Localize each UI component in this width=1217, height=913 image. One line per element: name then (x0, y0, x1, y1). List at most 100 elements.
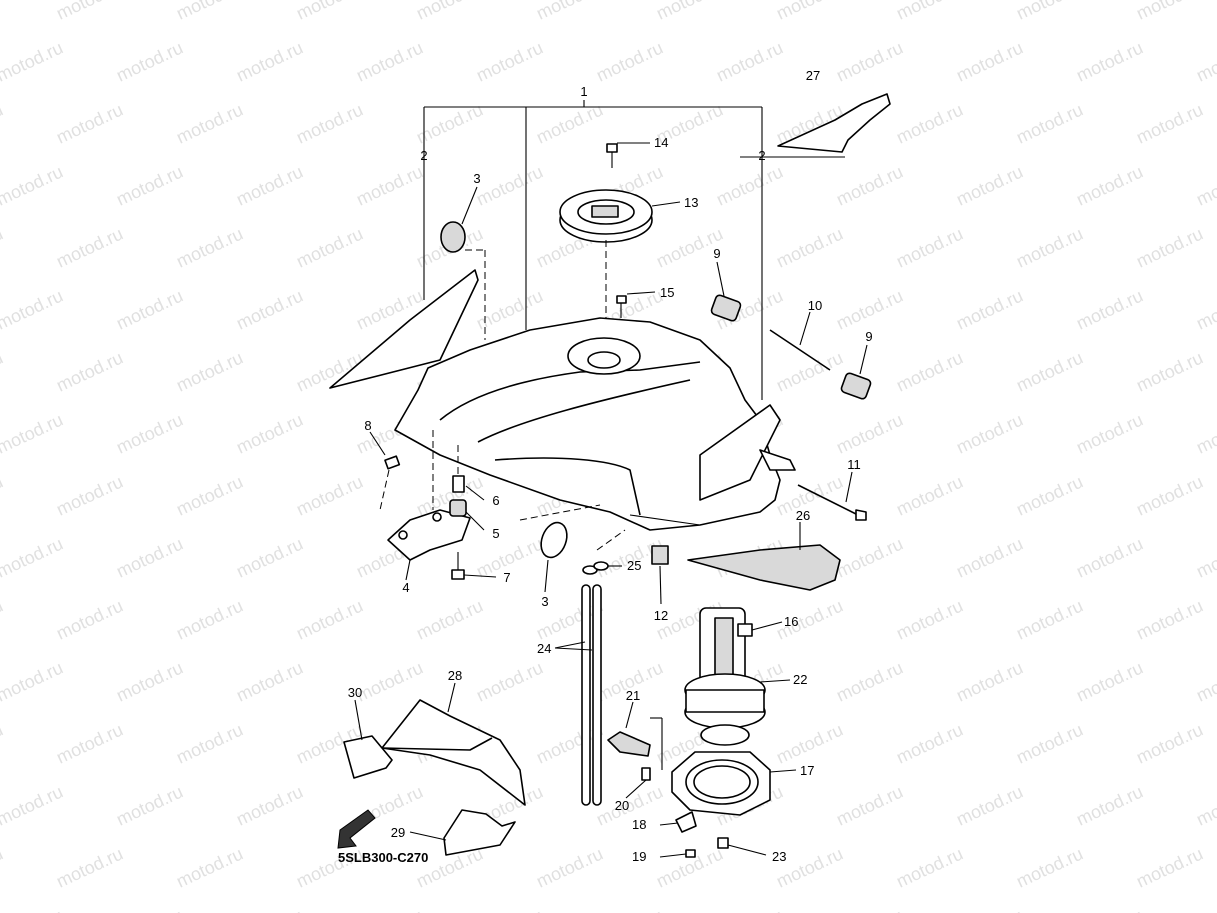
watermark-text: motod.ru (953, 409, 1026, 457)
watermark-text: motod.ru (653, 0, 726, 24)
callout-11: 11 (847, 457, 861, 472)
callout-9-b: 9 (865, 329, 872, 344)
callout-3-top: 3 (473, 171, 480, 186)
watermark-text: motod.ru (1133, 471, 1206, 519)
watermark-text: motod.ru (1193, 285, 1217, 333)
callout-29: 29 (391, 825, 405, 840)
watermark-text: motod.ru (1133, 595, 1206, 643)
watermark-text: motod.ru (1013, 719, 1086, 767)
callout-15: 15 (660, 285, 674, 300)
bolt-15 (616, 291, 656, 318)
callout-19: 19 (632, 849, 646, 864)
watermark-text: motod.ru (1133, 0, 1206, 24)
watermark-text: motod.ru (893, 223, 966, 271)
grommet-9-b (840, 344, 872, 400)
watermark-text: motod.ru (1193, 657, 1217, 705)
watermark-text: motod.ru (113, 37, 186, 85)
plate-17 (671, 751, 797, 816)
watermark-text: motod.ru (1073, 905, 1146, 913)
watermark-text: motod.ru (473, 37, 546, 85)
clamp-21 (607, 701, 663, 770)
fuel-cap-ring-13 (559, 189, 681, 330)
watermark-text: motod.ru (0, 719, 6, 767)
callout-25: 25 (627, 558, 641, 573)
watermark-text: motod.ru (833, 657, 906, 705)
watermark-text: motod.ru (0, 99, 6, 147)
watermark-text: motod.ru (1193, 781, 1217, 829)
watermark-text: motod.ru (1013, 223, 1086, 271)
watermark-text: motod.ru (953, 285, 1026, 333)
watermark-text: motod.ru (233, 781, 306, 829)
watermark-text: motod.ru (53, 843, 126, 891)
bolt-7 (451, 552, 497, 580)
callout-17: 17 (800, 763, 814, 778)
callout-22: 22 (793, 672, 807, 687)
watermark-text: motod.ru (473, 161, 546, 209)
watermark-text: motod.ru (413, 0, 486, 24)
watermark-text: motod.ru (1073, 37, 1146, 85)
callout-28: 28 (448, 668, 462, 683)
watermark-text: motod.ru (593, 781, 666, 829)
callout-1: 1 (580, 84, 587, 99)
callout-6: 6 (492, 493, 499, 508)
callout-7: 7 (503, 570, 510, 585)
watermark-text: motod.ru (1073, 161, 1146, 209)
watermark-text: motod.ru (0, 657, 66, 705)
watermark-text: motod.ru (413, 595, 486, 643)
watermark-text: motod.ru (713, 161, 786, 209)
watermark-text: motod.ru (0, 37, 66, 85)
watermark-text: motod.ru (0, 905, 66, 913)
watermark-text: motod.ru (1013, 471, 1086, 519)
watermark-text: motod.ru (0, 347, 6, 395)
watermark-text: motod.ru (1133, 347, 1206, 395)
callout-labels: 1 2 2 3 3 4 5 6 7 8 9 9 10 11 12 13 14 1… (338, 68, 873, 865)
watermark-text: motod.ru (173, 595, 246, 643)
callout-5: 5 (492, 526, 499, 541)
watermark-text: motod.ru (173, 0, 246, 24)
watermark-text: motod.ru (0, 533, 66, 581)
watermark-text: motod.ru (713, 37, 786, 85)
watermark-text: motod.ru (1013, 347, 1086, 395)
callout-20: 20 (615, 798, 629, 813)
watermark-text: motod.ru (293, 223, 366, 271)
callout-2-left: 2 (420, 148, 427, 163)
watermark-text: motod.ru (173, 843, 246, 891)
watermark-text: motod.ru (0, 223, 6, 271)
diagram-code: 5SLB300-C270 (338, 850, 428, 865)
watermark-text: motod.ru (293, 99, 366, 147)
watermark-text: motod.ru (953, 657, 1026, 705)
watermark-text: motod.ru (893, 99, 966, 147)
watermark-text: motod.ru (0, 161, 66, 209)
callout-9-a: 9 (713, 246, 720, 261)
damper-6 (452, 445, 485, 501)
watermark-text: motod.ru (1013, 843, 1086, 891)
watermark-text: motod.ru (1133, 843, 1206, 891)
watermark-text: motod.ru (113, 657, 186, 705)
callout-14: 14 (654, 135, 668, 150)
watermark-text: motod.ru (893, 471, 966, 519)
bracket-4 (387, 430, 471, 581)
bolt-8 (369, 431, 401, 511)
watermark-text: motod.ru (1193, 409, 1217, 457)
callout-21: 21 (626, 688, 640, 703)
watermark-text: motod.ru (233, 657, 306, 705)
callout-13: 13 (684, 195, 698, 210)
watermark-text: motod.ru (893, 719, 966, 767)
watermark-text: motod.ru (0, 595, 6, 643)
watermark-text: motod.ru (53, 347, 126, 395)
watermark-text: motod.ru (1133, 719, 1206, 767)
watermark-text: motod.ru (0, 781, 66, 829)
callout-4: 4 (402, 580, 409, 595)
watermark-text: motod.ru (1013, 0, 1086, 24)
watermark-text: motod.ru (953, 905, 1026, 913)
watermark-text: motod.ru (1133, 99, 1206, 147)
watermark-text: motod.ru (113, 161, 186, 209)
bolt-23 (717, 837, 767, 856)
watermark-text: motod.ru (533, 0, 606, 24)
watermark-text: motod.ru (893, 347, 966, 395)
callout-10: 10 (808, 298, 822, 313)
watermark-text: motod.ru (1073, 409, 1146, 457)
watermark-text: motod.ru (53, 719, 126, 767)
watermark-text: motod.ru (953, 533, 1026, 581)
watermark-text: motod.ru (893, 843, 966, 891)
